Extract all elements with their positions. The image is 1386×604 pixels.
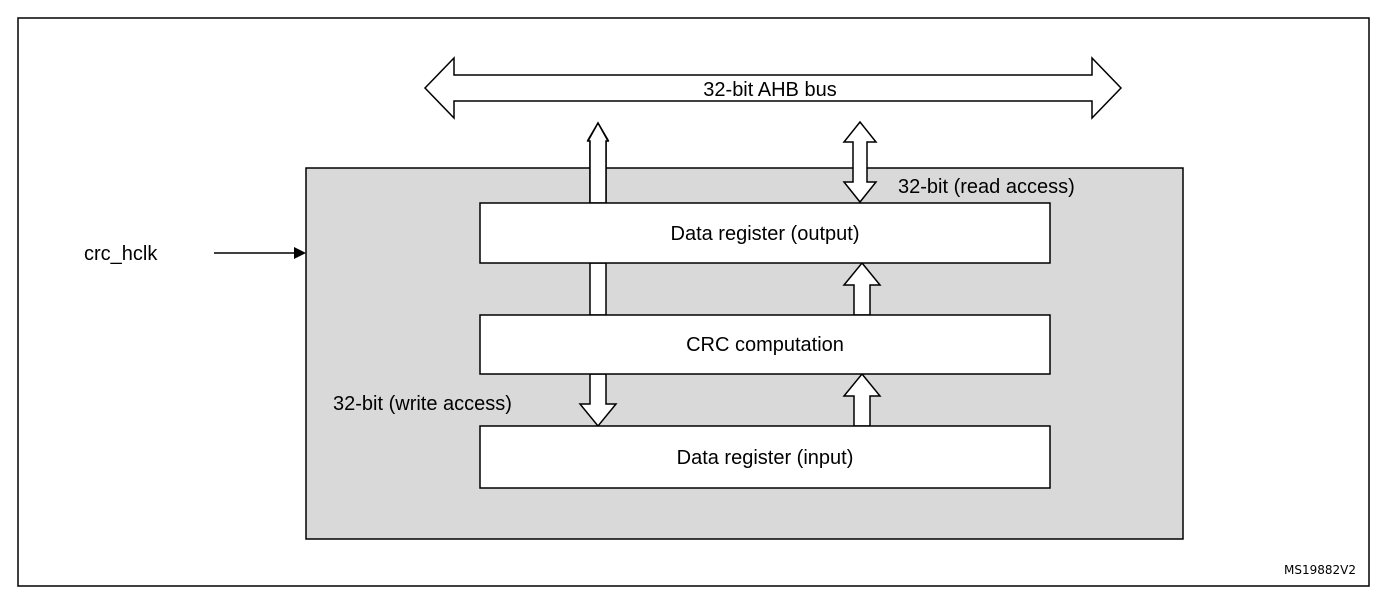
ahb-bus-label: 32-bit AHB bus: [703, 79, 836, 101]
data-register-input-label: Data register (input): [677, 447, 854, 469]
clock-label: crc_hclk: [84, 243, 158, 265]
write-path-down-arrow: [578, 373, 618, 428]
ahb-bus-arrow: [423, 56, 1123, 120]
read-path-double-arrow: [842, 120, 878, 204]
read-access-label: 32-bit (read access): [898, 176, 1075, 198]
crc-computation-label: CRC computation: [686, 334, 844, 356]
write-access-label: 32-bit (write access): [333, 393, 512, 415]
figure-reference: MS19882V2: [1284, 563, 1356, 577]
clock-arrowhead: [294, 247, 306, 259]
crc-computation-block: [479, 314, 1051, 375]
data-register-output-block: [479, 202, 1051, 264]
data-register-output-label: Data register (output): [671, 223, 860, 245]
write-path-shaft-middle: [589, 262, 607, 316]
data-register-input-block: [479, 425, 1051, 489]
write-path-up-arrow-fill: [586, 121, 610, 204]
